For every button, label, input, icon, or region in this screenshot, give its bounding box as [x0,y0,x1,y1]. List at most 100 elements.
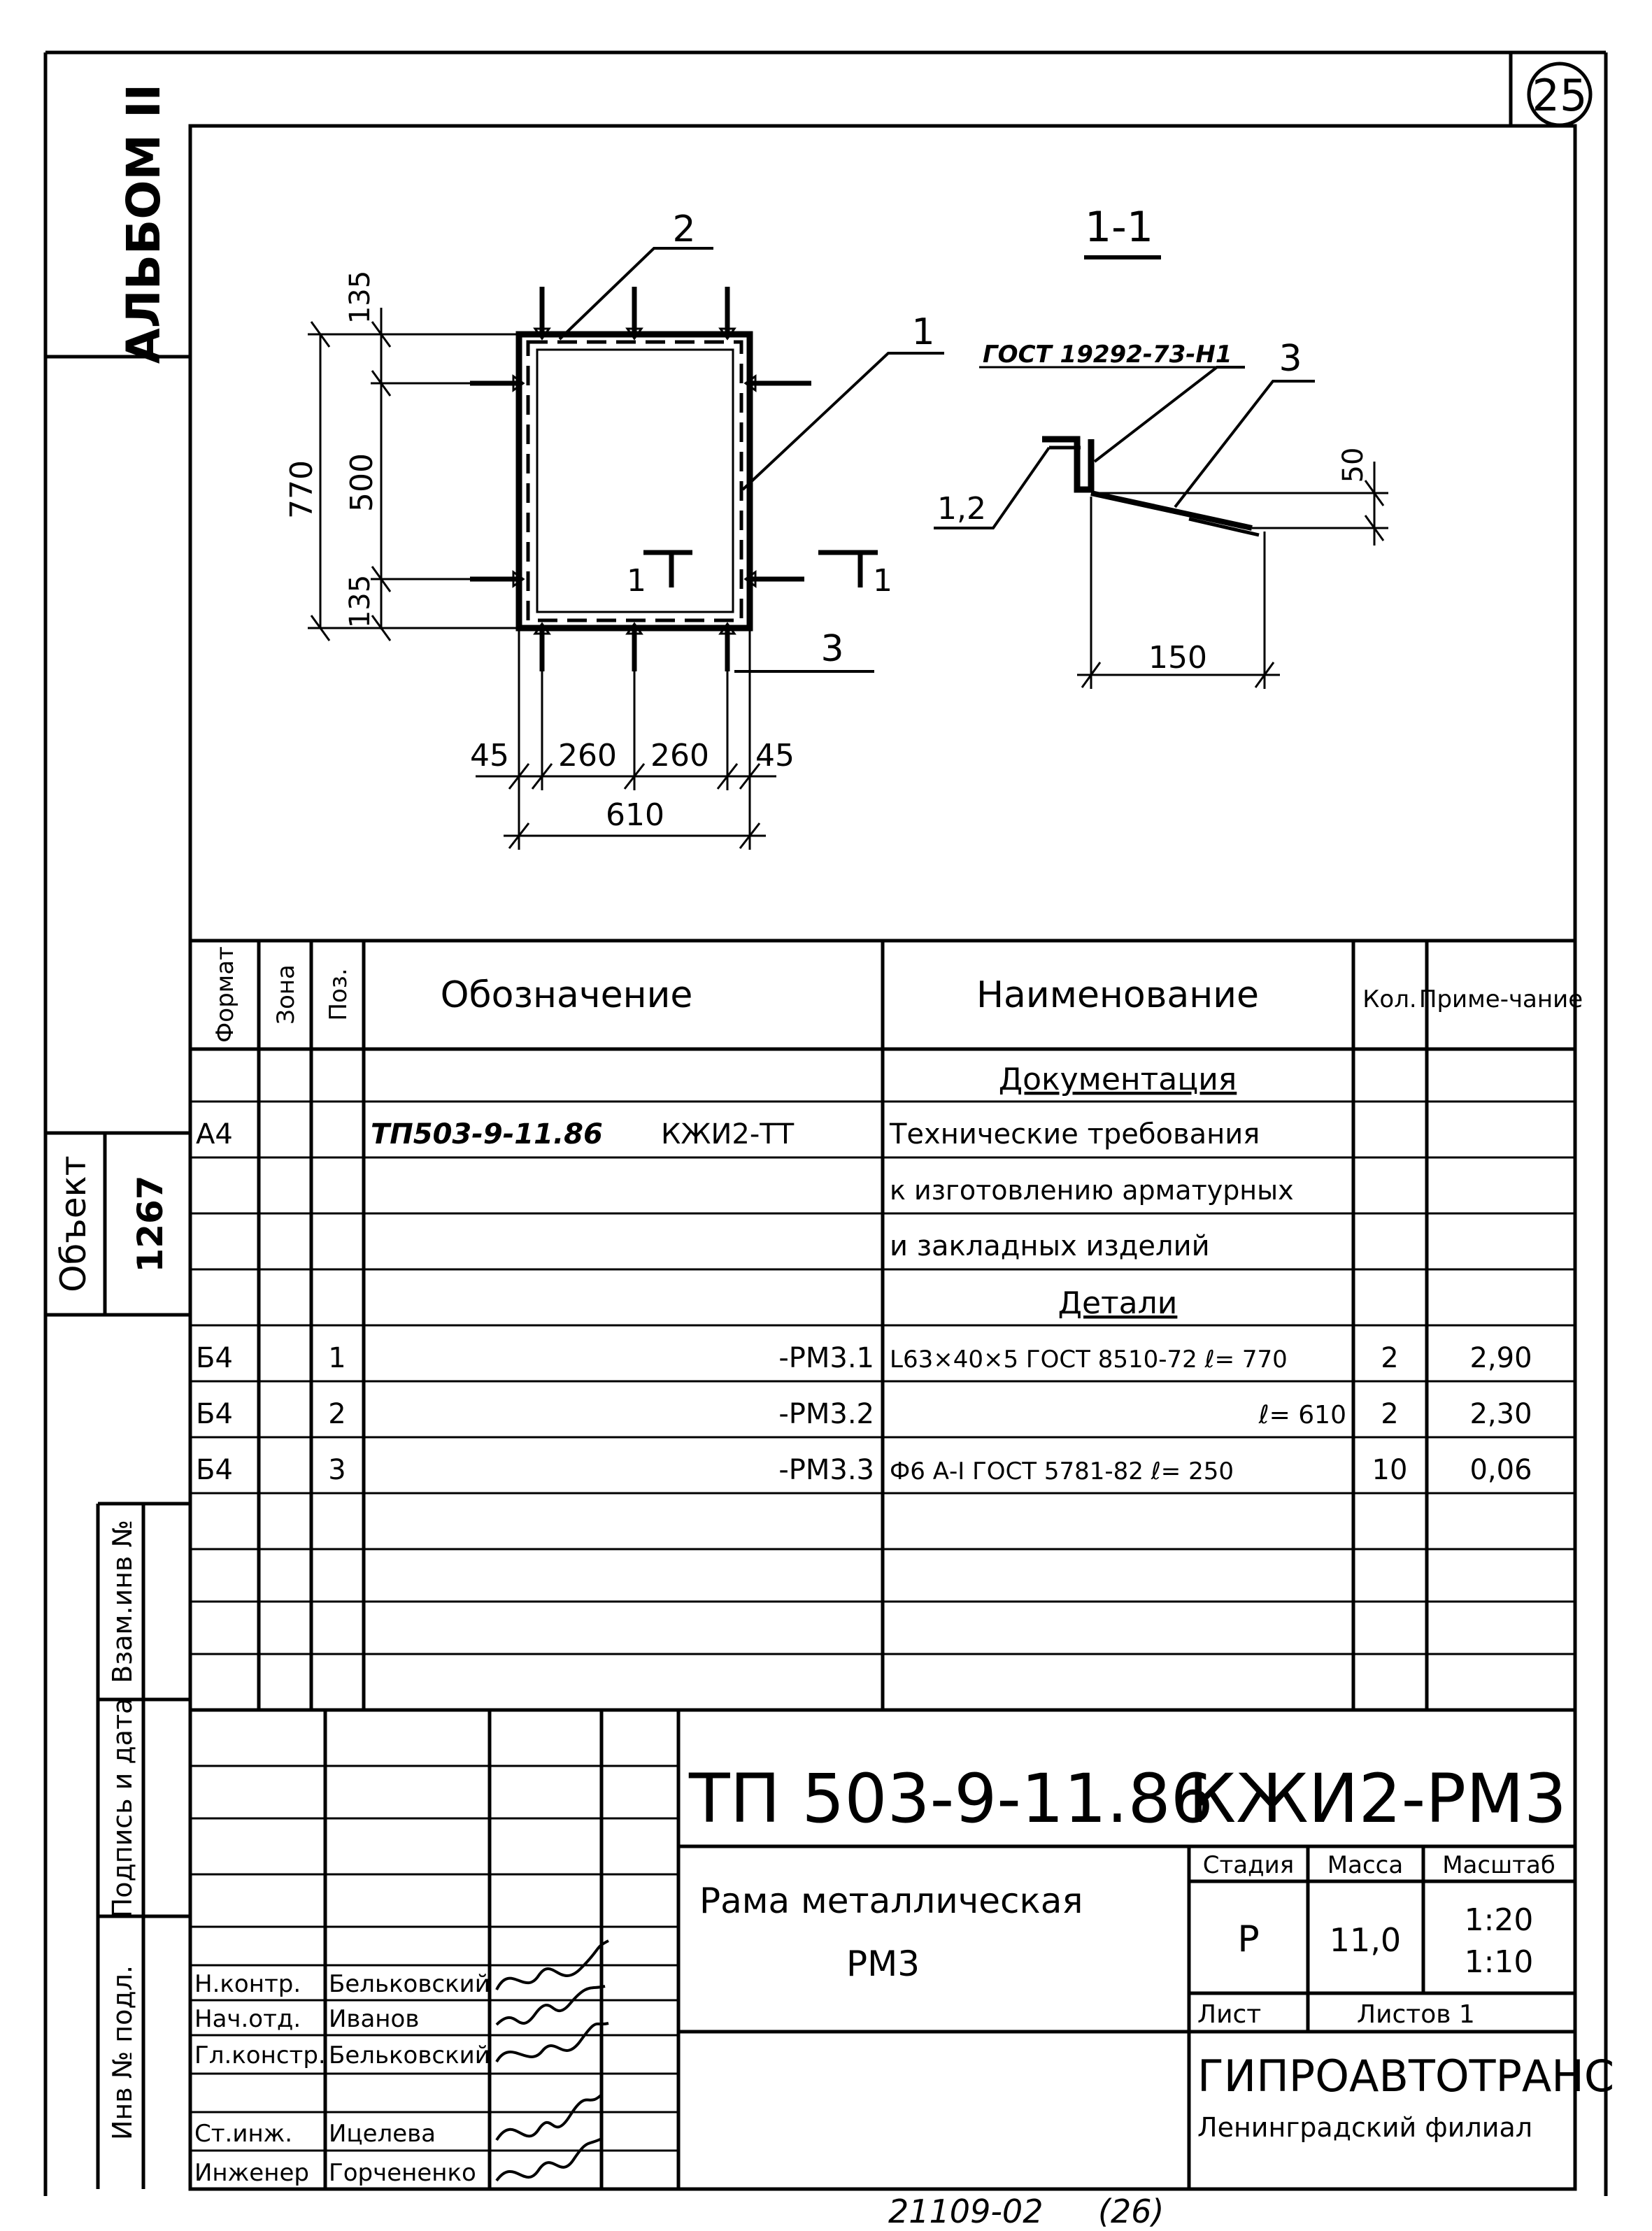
inv-label: Инв № подл. [107,1965,138,2140]
row2-name: ℓ= 610 [1258,1401,1346,1430]
row3-designation: -РМ3.3 [778,1454,874,1486]
gost-label: ГОСТ 19292-73-Н1 [983,341,1232,369]
frame-plan: 1 1 2 1 3 135 500 770 135 [284,208,944,850]
doc-code-title: ТП 503-9-11.86 [688,1760,1213,1838]
callout-3b: 3 [1279,338,1302,380]
signer-name: Ицелева [329,2120,436,2148]
doc-code: КЖИ2-ТТ [661,1118,795,1150]
object-label: Объект [53,1155,94,1292]
dim-45-right: 45 [755,738,795,774]
sheets-label: Листов 1 [1357,2000,1475,2029]
dim-50: 50 [1337,448,1369,483]
dim-260-left: 260 [558,738,617,774]
row3-pos: 3 [328,1454,346,1486]
vertical-dims [308,308,519,641]
callout-3: 3 [820,628,843,670]
dim-770: 770 [284,460,320,519]
spec-table [190,939,1575,1712]
table-row: Б4 3 -РМ3.3 Ф6 А-I ГОСТ 5781-82 ℓ= 250 1… [196,1454,1532,1486]
doc-name-3: и закладных изделий [890,1230,1210,1262]
signer-name: Иванов [329,2005,419,2033]
leader-2 [558,247,713,341]
signer-role: Инженер [194,2159,309,2187]
row3-format: Б4 [196,1454,233,1486]
row3-qty: 10 [1372,1454,1408,1486]
dim-45-left: 45 [470,738,509,774]
rod-profile [1090,490,1253,531]
row2-format: Б4 [196,1398,233,1430]
object-value: 1267 [130,1175,171,1272]
row2-note: 2,30 [1469,1398,1532,1430]
signer-name: Бельковский [329,2041,490,2069]
signer-name: Бельковский [329,1970,490,1998]
doc-format: А4 [196,1118,233,1150]
signers: Н.контр. Бельковский Нач.отд. Иванов Гл.… [194,1970,490,2187]
org-name: ГИПРОАВТОТРАНС [1197,2051,1614,2102]
podp-label: Подпись и дата [107,1698,138,1918]
row3-name: Ф6 А-I ГОСТ 5781-82 ℓ= 250 [890,1457,1234,1485]
dim-500: 500 [344,453,380,512]
leader-3b [1174,380,1315,508]
frame-inner [536,348,734,613]
signer-role: Ст.инж. [194,2120,292,2148]
signer-role: Н.контр. [194,1970,301,1998]
row1-format: Б4 [196,1342,233,1374]
mass-value: 11,0 [1330,1921,1401,1959]
leader-1 [741,352,944,491]
frame-dashed [526,340,743,622]
dim-150: 150 [1148,640,1207,676]
section-marks [643,550,878,587]
stage-value: Р [1237,1918,1259,1960]
row1-qty: 2 [1381,1342,1398,1374]
section-docs: Документация [999,1062,1237,1097]
callout-2: 2 [672,208,695,250]
section-title: 1-1 [1085,203,1153,252]
scale-label: Масштаб [1442,1851,1555,1879]
drawing-name-1: Рама металлическая [699,1881,1083,1921]
signer-name: Горчененко [329,2159,476,2187]
callout-12: 1,2 [937,491,986,527]
row2-designation: -РМ3.2 [778,1398,874,1430]
section-parts: Детали [1058,1285,1178,1321]
left-strip [45,355,190,2189]
leader-12 [934,446,1051,529]
signer-role: Нач.отд. [194,2005,301,2033]
dim-260-right: 260 [650,738,709,774]
header-designation: Обозначение [441,974,693,1016]
header-format: Формат [211,946,239,1043]
album-label: АЛЬБОМ II [117,84,171,364]
dim-610: 610 [606,797,664,833]
table-row: Б4 1 -РМ3.1 L63×40×5 ГОСТ 8510-72 ℓ= 770… [196,1342,1532,1374]
stage-label: Стадия [1203,1851,1294,1879]
header-note: Приме-чание [1419,985,1583,1013]
row2-qty: 2 [1381,1398,1398,1430]
doc-mark-title: КЖИ2-РМ3 [1188,1760,1567,1838]
row3-note: 0,06 [1469,1454,1532,1486]
sheet-number-circle [1527,62,1593,127]
sheet-label: Лист [1197,2000,1261,2029]
row1-note: 2,90 [1469,1342,1532,1374]
title-block [188,1710,1575,2189]
section-mark-left: 1 [627,563,646,599]
mass-label: Масса [1327,1851,1403,1879]
horizontal-dims [476,628,776,850]
row1-designation: -РМ3.1 [778,1342,874,1374]
doc-designation: ТП503-9-11.86 [371,1118,603,1150]
header-pos: Поз. [325,968,353,1020]
header-name: Наименование [976,974,1259,1016]
header-qty: Кол. [1362,985,1416,1013]
table-row: Б4 2 -РМ3.2 ℓ= 610 2 2,30 [196,1398,1532,1430]
scale-value-2: 1:10 [1465,1944,1534,1980]
anchor-rods [470,287,811,671]
signature-scribbles [495,1939,609,2182]
signer-role: Гл.констр. [194,2041,326,2069]
vzam-label: Взам.инв № [107,1520,138,1683]
drawing-name-2: РМ3 [846,1944,920,1984]
scale-value-1: 1:20 [1465,1902,1534,1938]
section-mark-right: 1 [873,563,892,599]
dim-135-bottom: 135 [344,575,376,628]
bottom-number: (26) [1098,2193,1164,2230]
callout-1: 1 [911,311,934,353]
row1-pos: 1 [328,1342,346,1374]
org-branch: Ленинградский филиал [1197,2112,1532,2143]
